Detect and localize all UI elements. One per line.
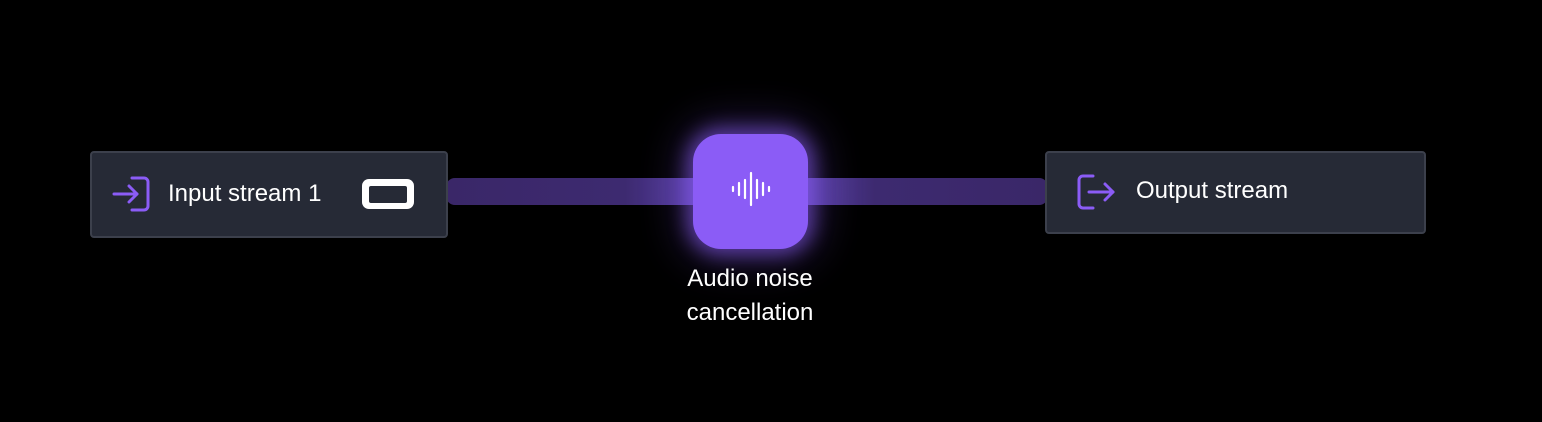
input-stream-node[interactable]: Input stream 1 [90, 151, 448, 238]
audio-noise-cancellation-node[interactable] [693, 134, 808, 249]
badge-inner [369, 185, 407, 203]
output-stream-label: Output stream [1136, 177, 1289, 204]
connector-processor-to-output [800, 178, 1048, 205]
output-stream-node[interactable]: Output stream [1045, 151, 1426, 234]
processor-label-line1: Audio noise [687, 265, 813, 292]
logout-arrow-icon [1075, 171, 1117, 213]
processor-label: Audio noise cancellation [640, 262, 860, 330]
processor-label-line2: cancellation [686, 299, 814, 326]
login-arrow-icon [110, 173, 152, 215]
rectangle-badge-icon[interactable] [362, 179, 414, 209]
audio-waveform-icon [731, 171, 771, 212]
connector-input-to-processor [446, 178, 702, 205]
input-stream-label: Input stream 1 [168, 180, 322, 207]
